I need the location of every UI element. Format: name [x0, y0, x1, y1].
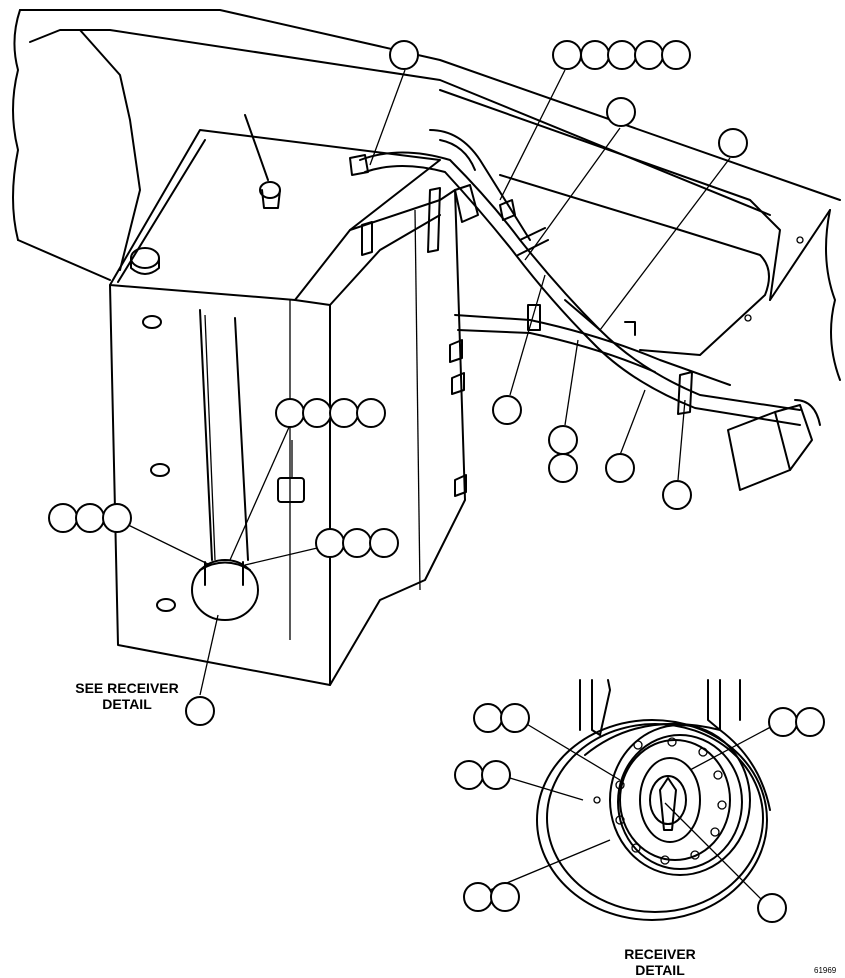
- receiver-detail: [454, 679, 825, 923]
- receiver-detail-line1: RECEIVER: [624, 946, 696, 962]
- drawing-code: 61969: [814, 966, 837, 975]
- hose-routing: [349, 129, 821, 491]
- receiver-detail-title: RECEIVER DETAIL: [600, 946, 720, 978]
- frame-rail: [12, 9, 841, 381]
- callout-balloons: [48, 40, 748, 726]
- receiver-detail-line2: DETAIL: [635, 962, 685, 978]
- see-receiver-line2: DETAIL: [102, 696, 152, 712]
- see-receiver-line1: SEE RECEIVER: [75, 680, 179, 696]
- leader-lines: [117, 69, 731, 696]
- see-receiver-detail-label: SEE RECEIVER DETAIL: [62, 680, 192, 712]
- hydraulic-tank: [109, 114, 467, 686]
